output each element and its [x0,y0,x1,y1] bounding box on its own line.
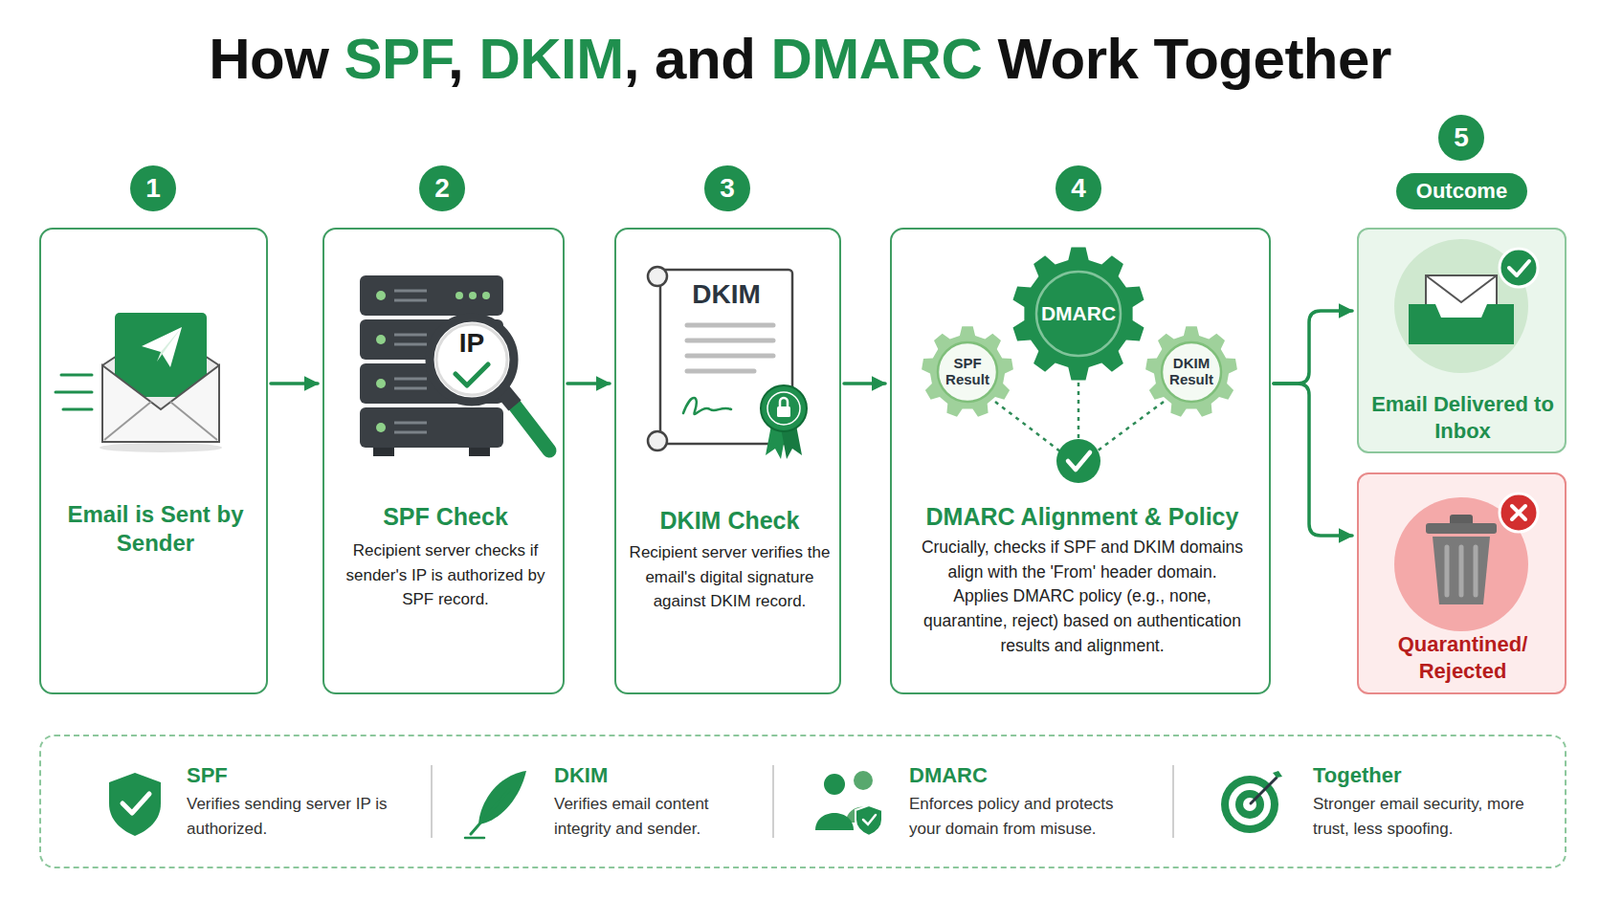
process-box: Email is Sent by Sender [39,227,268,695]
node-text: Enforces policy and protects your domain… [909,792,1149,842]
scroll-shape [687,325,774,372]
scroll-shape [647,431,667,451]
node-heading: DMARC Alignment & Policy [901,502,1264,532]
node-text: Recipient server verifies the email's di… [627,540,832,615]
node-heading: Email is Sent by Sender [50,500,261,558]
callout-number: 1 [130,165,177,212]
scroll-shape [777,406,791,418]
gear-node: DMARC [1009,244,1148,383]
node-text: Verifies email content integrity and sen… [554,792,765,842]
flow-arrow [1273,311,1353,384]
callout-number: 5 [1438,114,1485,161]
outcome-box: Email Delivered to Inbox [1356,227,1567,454]
scroll-shape [779,398,788,407]
scroll-shape [760,385,807,432]
node-heading: DKIM Check [623,506,836,535]
flow-arrow [567,381,610,386]
process-box: DKIM CheckRecipient server verifies the … [614,227,842,695]
magnifier-shape [455,364,489,386]
flow-arrow [844,381,886,386]
node-text: DMARC [909,763,1158,789]
flow-arrow [270,381,318,386]
node-heading: SPF Result [919,324,1016,421]
node-heading: Outcome [1396,173,1528,210]
diagram-title: How SPF, DKIM, and DMARC Work Together [0,30,1600,89]
gear-node: DKIM Result [1143,324,1240,421]
process-box: SPF CheckRecipient server checks if send… [322,227,565,695]
node-heading: DKIM Result [1143,324,1240,421]
callout-number: 4 [1055,165,1102,212]
flow-arrow [1273,383,1353,536]
callout-number: 3 [704,165,751,212]
title-part: How [208,26,344,91]
title-part: Work Together [981,26,1391,91]
title-part: , and [623,26,772,91]
callout-number: 2 [419,165,466,212]
node-heading: SPF [186,763,417,789]
gear-node: SPF Result [919,324,1016,421]
outcome-pill: Outcome [1396,173,1528,210]
title-part: DKIM [478,26,623,91]
outcome-box: Quarantined/ Rejected [1356,472,1567,695]
summary-band: SPF Verifies sending server IP is authori… [39,734,1567,869]
certificate-scroll: DKIM [641,260,814,467]
node-heading: SPF Check [332,502,559,532]
title-part: , [447,26,479,91]
title-part: DMARC [770,26,982,91]
magnifier-shape [419,307,563,466]
magnifier-badge: IP [419,307,563,466]
node-heading: IP [425,330,518,357]
process-box: DMARC Alignment & PolicyCrucially, check… [889,227,1271,695]
node-heading: DMARC [1009,244,1148,383]
node-text: Crucially, checks if SPF and DKIM domain… [920,535,1245,660]
scroll-shape [683,398,732,415]
node-heading: DKIM [660,281,793,309]
scroll-shape [647,266,667,287]
node-heading: Email Delivered to Inbox [1368,391,1557,445]
node-text: Together [1312,763,1553,789]
node-text: Stronger email security, more trust, les… [1312,792,1543,842]
node-text: Recipient server checks if sender's IP i… [333,538,557,613]
scroll-shape [767,392,800,425]
node-heading: Quarantined/ Rejected [1368,631,1557,685]
node-text: DKIM [554,763,784,789]
title-part: SPF [344,26,449,91]
node-text: Verifies sending server IP is authorized… [186,792,413,842]
